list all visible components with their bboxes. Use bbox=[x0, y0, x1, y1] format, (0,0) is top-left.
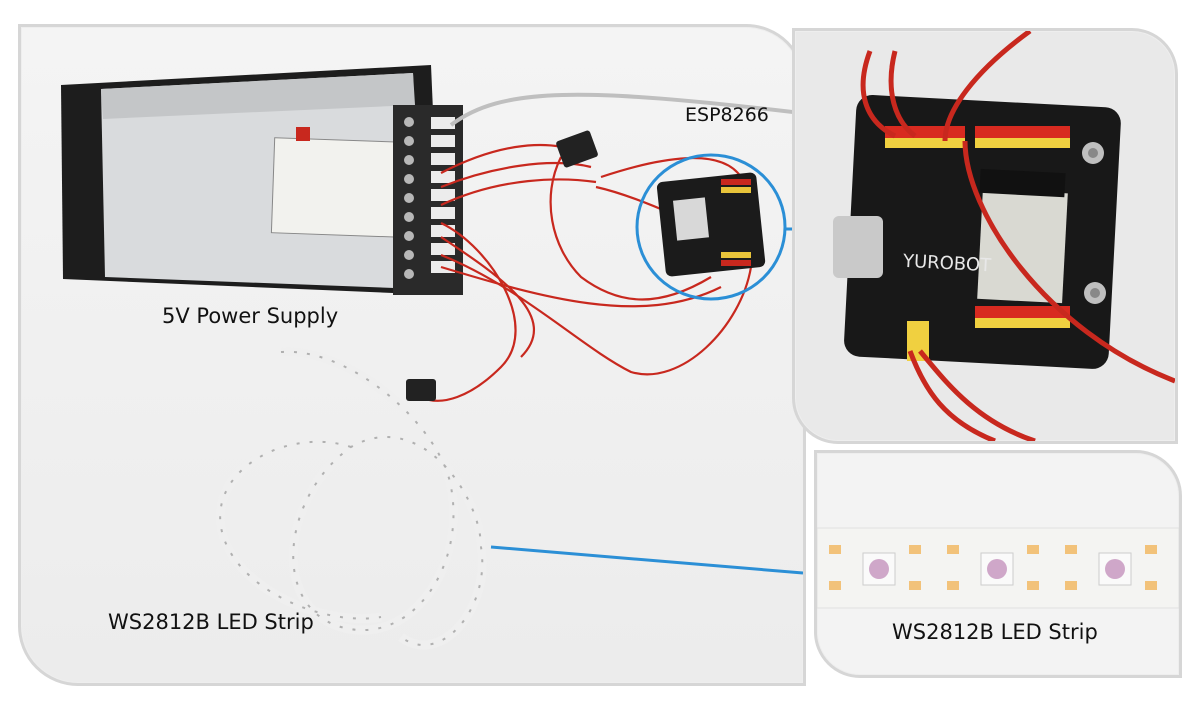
jst-connector-bottom bbox=[406, 379, 436, 401]
jst-connector-top bbox=[556, 130, 598, 168]
power-supply-label: 5V Power Supply bbox=[162, 304, 339, 328]
led-segment bbox=[947, 545, 1039, 590]
esp8266-label: ESP8266 bbox=[685, 104, 769, 126]
main-photo-illustration bbox=[61, 65, 803, 650]
led-strip-detail-label: WS2812B LED Strip bbox=[892, 620, 1098, 644]
main-photo-panel bbox=[18, 24, 806, 686]
led-strip-label: WS2812B LED Strip bbox=[108, 610, 314, 634]
led-strip-callout-line bbox=[490, 545, 803, 575]
esp8266-detail-illustration bbox=[833, 31, 1175, 441]
esp8266-detail-panel: YUROBOT bbox=[792, 28, 1178, 444]
esp8266-callout-circle bbox=[635, 153, 787, 301]
led-segment bbox=[1065, 545, 1157, 590]
led-strip-detail-panel bbox=[814, 450, 1182, 678]
esp8266-board bbox=[656, 172, 766, 277]
led-segment bbox=[829, 545, 921, 590]
power-supply bbox=[61, 65, 463, 295]
mains-cable bbox=[449, 92, 802, 127]
led-strip-detail-illustration bbox=[817, 527, 1179, 609]
led-strip-coil bbox=[215, 347, 487, 650]
